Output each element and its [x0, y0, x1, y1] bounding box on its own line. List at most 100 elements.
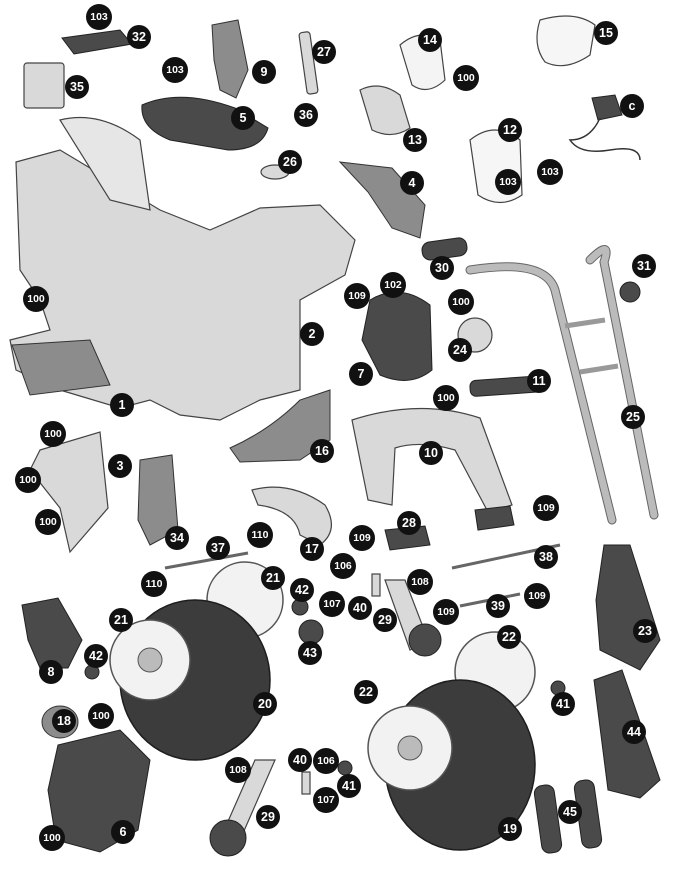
callout-number: 44 — [627, 725, 641, 739]
callout-number: 24 — [453, 343, 467, 357]
part-charger — [591, 94, 623, 121]
part-training-frame-crossbar2 — [579, 363, 619, 375]
callout-number: 109 — [353, 532, 371, 544]
callout-badge — [524, 583, 550, 609]
callout-badge — [594, 21, 618, 45]
callout-number: 23 — [638, 624, 652, 638]
callout-badge — [86, 4, 112, 30]
callout-number: 5 — [240, 111, 247, 125]
callout-badge — [337, 774, 361, 798]
callout-number: 27 — [317, 45, 331, 59]
callout-badge — [349, 525, 375, 551]
callout-100: 100 — [23, 286, 49, 312]
callout-34: 34 — [165, 526, 189, 550]
callout-number: 103 — [499, 176, 517, 188]
callout-9: 9 — [252, 60, 276, 84]
callout-23: 23 — [633, 619, 657, 643]
callout-29: 29 — [256, 805, 280, 829]
callout-number: 43 — [303, 646, 317, 660]
callout-badge — [294, 103, 318, 127]
callout-number: 32 — [132, 30, 146, 44]
callout-number: 100 — [452, 296, 470, 308]
callout-number: 100 — [43, 832, 61, 844]
callout-badge — [39, 660, 63, 684]
callout-100: 100 — [39, 825, 65, 851]
callout-10: 10 — [419, 441, 443, 465]
callout-number: 41 — [342, 779, 356, 793]
charger-cable — [568, 117, 641, 161]
callout-badge — [448, 289, 474, 315]
callout-number: 109 — [348, 290, 366, 302]
callout-badge — [247, 522, 273, 548]
part-bracket-40b — [301, 771, 311, 795]
callout-badge — [344, 283, 370, 309]
callout-number: 109 — [437, 606, 455, 618]
callout-number: 102 — [384, 279, 402, 291]
callout-number: 12 — [503, 123, 517, 137]
callout-6: 6 — [111, 820, 135, 844]
callout-number: 37 — [211, 541, 225, 555]
callout-number: 34 — [170, 531, 184, 545]
callout-badge — [622, 720, 646, 744]
callout-number: 39 — [491, 599, 505, 613]
callout-badge — [418, 28, 442, 52]
callout-badge — [65, 75, 89, 99]
callout-37: 37 — [206, 536, 230, 560]
callout-badge — [633, 619, 657, 643]
callout-number: 100 — [19, 474, 37, 486]
callout-24: 24 — [448, 338, 472, 362]
callout-106: 106 — [313, 748, 339, 774]
callout-108: 108 — [225, 757, 251, 783]
callout-number: 31 — [637, 259, 651, 273]
callout-badge — [231, 106, 255, 130]
callout-badge — [110, 393, 134, 417]
callout-badge — [88, 703, 114, 729]
callout-8: 8 — [39, 660, 63, 684]
callout-36: 36 — [294, 103, 318, 127]
callout-badge — [15, 467, 41, 493]
callout-number: 109 — [528, 590, 546, 602]
callout-number: 107 — [323, 598, 341, 610]
callout-badge — [621, 405, 645, 429]
part-side-panel-3 — [29, 431, 109, 554]
callout-badge — [111, 820, 135, 844]
part-rear-fender — [59, 116, 151, 211]
callout-badge — [419, 441, 443, 465]
callout-102: 102 — [380, 272, 406, 298]
callout-42: 42 — [290, 578, 314, 602]
callout-number: 16 — [315, 444, 329, 458]
callout-badge — [312, 40, 336, 64]
callout-number: 8 — [48, 665, 55, 679]
callout-badge — [298, 641, 322, 665]
callout-badge — [558, 800, 582, 824]
callout-number: 110 — [146, 578, 163, 590]
callout-number: 38 — [539, 550, 553, 564]
callout-103: 103 — [537, 159, 563, 185]
callout-badge — [310, 439, 334, 463]
callout-number: 29 — [378, 613, 392, 627]
callout-number: 29 — [261, 810, 275, 824]
callout-badge — [354, 680, 378, 704]
callout-badge — [84, 644, 108, 668]
callout-number: 3 — [117, 459, 124, 473]
callout-110: 110 — [247, 522, 273, 548]
callout-badge — [225, 757, 251, 783]
callout-badge — [141, 571, 167, 597]
callout-44: 44 — [622, 720, 646, 744]
callout-108: 108 — [407, 569, 433, 595]
callout-13: 13 — [403, 128, 427, 152]
part-illustrations — [9, 15, 661, 857]
callout-badge — [498, 817, 522, 841]
callout-badge — [373, 608, 397, 632]
callout-number: 10 — [424, 446, 438, 460]
callout-badge — [380, 272, 406, 298]
callout-number: 14 — [423, 33, 437, 47]
callout-badge — [620, 94, 644, 118]
part-axle-37 — [164, 551, 249, 570]
callout-number: 2 — [309, 327, 316, 341]
part-hub-43 — [298, 619, 324, 645]
callout-badge — [206, 536, 230, 560]
callout-number: 100 — [92, 710, 110, 722]
callout-100: 100 — [448, 289, 474, 315]
part-training-frame-left-inner — [466, 263, 616, 524]
